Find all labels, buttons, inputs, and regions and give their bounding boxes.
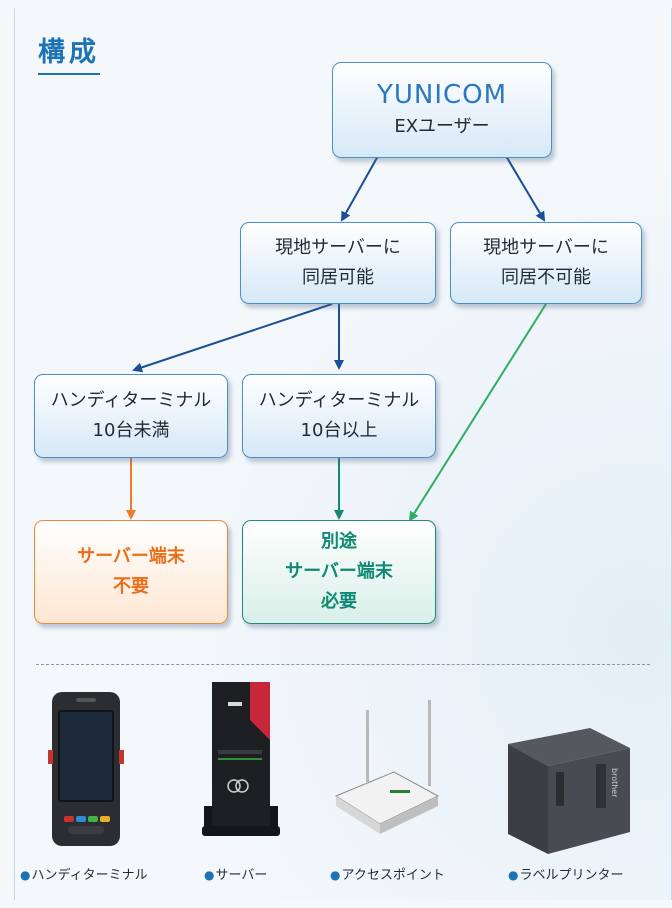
arrow-top-to-left xyxy=(341,155,379,222)
node-handy-under-10: ハンディターミナル 10台未満 xyxy=(34,374,228,458)
node-line: サーバー端末 xyxy=(77,546,185,567)
page-title: 構成 xyxy=(38,30,100,75)
node-server-not-needed: サーバー端末 不要 xyxy=(34,520,228,624)
node-line: 10台未満 xyxy=(92,420,170,441)
node-top-label: EXユーザー xyxy=(394,116,490,137)
node-line: 同居可能 xyxy=(302,267,374,288)
node-line: ハンディターミナル xyxy=(258,390,420,411)
node-line: 現地サーバーに xyxy=(275,237,401,258)
bullet-icon: ● xyxy=(204,868,215,882)
node-line: 別途 xyxy=(321,531,357,552)
node-line: 必要 xyxy=(321,591,357,612)
yunicom-logo: YUNICOM xyxy=(376,80,508,110)
handheld-terminal-icon xyxy=(48,692,124,846)
product-label-access-point: ●アクセスポイント xyxy=(330,868,445,883)
node-line: 不要 xyxy=(113,576,149,597)
tower-server-icon xyxy=(202,682,280,836)
label-printer-icon: brother xyxy=(508,728,630,854)
node-handy-10-or-more: ハンディターミナル 10台以上 xyxy=(242,374,436,458)
arrow-top-to-right xyxy=(505,155,546,222)
node-colocate-impossible: 現地サーバーに 同居不可能 xyxy=(450,222,642,304)
node-yunicom-ex-user: YUNICOM EXユーザー xyxy=(332,62,552,158)
node-line: 現地サーバーに xyxy=(483,237,609,258)
bullet-icon: ● xyxy=(330,868,341,882)
node-line: 同居不可能 xyxy=(501,267,591,288)
arrow-right-to-needed xyxy=(408,303,547,522)
node-line: ハンディターミナル xyxy=(50,390,212,411)
svg-text:brother: brother xyxy=(610,768,619,798)
product-label-label-printer: ●ラベルプリンター xyxy=(508,868,624,883)
bullet-icon: ● xyxy=(20,868,31,882)
dashed-divider xyxy=(36,664,650,665)
node-server-needed: 別途 サーバー端末 必要 xyxy=(242,520,436,624)
access-point-icon xyxy=(334,700,440,834)
product-label-server: ●サーバー xyxy=(204,868,268,883)
product-label-handheld: ●ハンディターミナル xyxy=(20,868,148,883)
node-line: 10台以上 xyxy=(300,420,378,441)
node-line: サーバー端末 xyxy=(285,561,393,582)
node-colocate-possible: 現地サーバーに 同居可能 xyxy=(240,222,436,304)
bullet-icon: ● xyxy=(508,868,519,882)
arrow-left-to-lt10 xyxy=(132,303,333,373)
